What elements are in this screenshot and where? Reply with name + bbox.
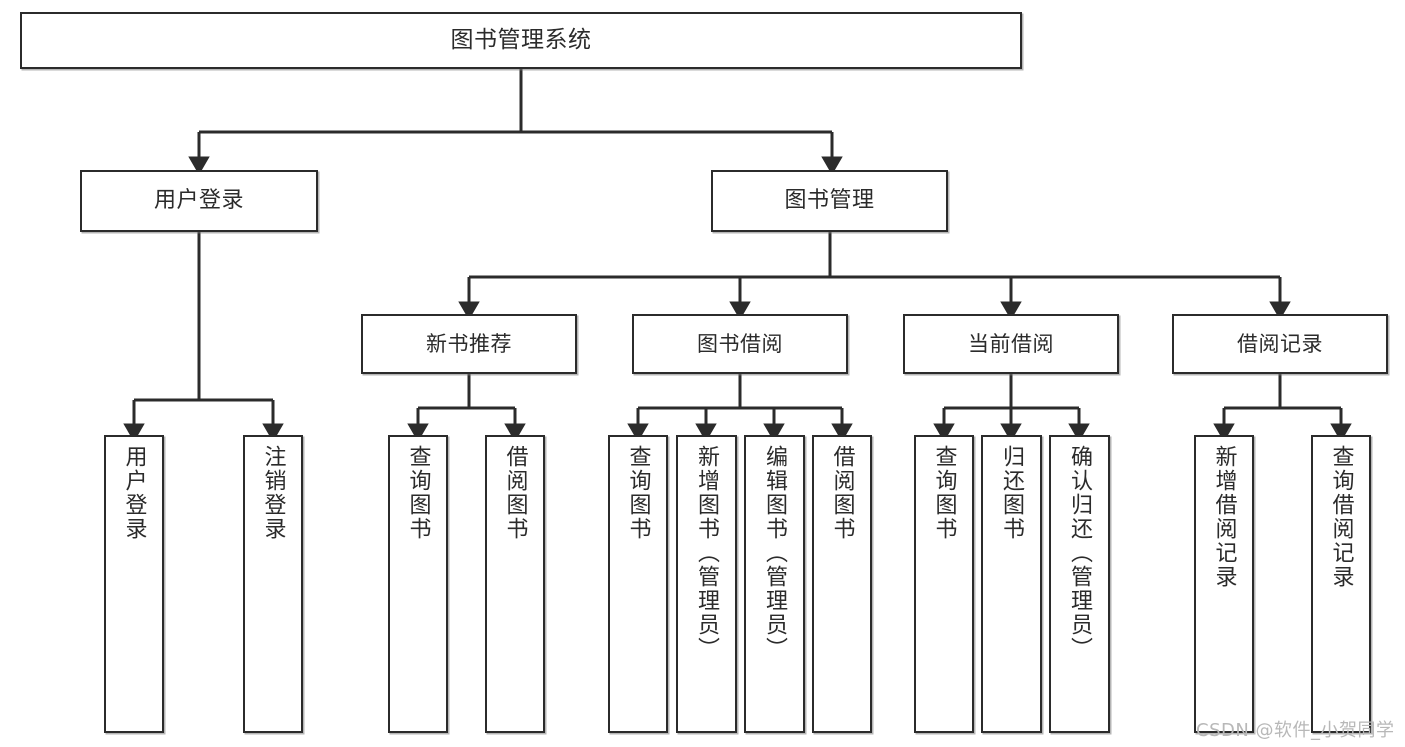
node-new-book-recommend[interactable]: 新书推荐 (361, 314, 577, 374)
leaf-confirm-return-admin[interactable]: 确认归还（管理员） (1049, 435, 1110, 733)
node-book-management-label: 图书管理 (784, 187, 875, 213)
watermark: CSDN @软件_小贺同学 (1196, 720, 1395, 741)
leaf-add-book-admin-label: 新增图书（管理员） (694, 445, 720, 661)
leaf-edit-book-admin[interactable]: 编辑图书（管理员） (744, 435, 805, 733)
leaf-borrow-book[interactable]: 借阅图书 (812, 435, 872, 733)
node-borrow-record[interactable]: 借阅记录 (1172, 314, 1388, 374)
node-book-management[interactable]: 图书管理 (711, 170, 948, 232)
leaf-add-borrow-record[interactable]: 新增借阅记录 (1194, 435, 1254, 733)
node-user-login-label: 用户登录 (153, 187, 244, 213)
leaf-query-book-recommend-label: 查询图书 (405, 445, 431, 541)
leaf-borrow-book-recommend[interactable]: 借阅图书 (485, 435, 545, 733)
leaf-return-book-label: 归还图书 (999, 445, 1025, 541)
node-book-borrow-label: 图书借阅 (697, 331, 783, 356)
leaf-query-book-current-label: 查询图书 (931, 445, 957, 541)
leaf-query-book-borrow[interactable]: 查询图书 (608, 435, 668, 733)
node-current-borrow[interactable]: 当前借阅 (903, 314, 1119, 374)
leaf-user-login[interactable]: 用户登录 (104, 435, 164, 733)
leaf-return-book[interactable]: 归还图书 (981, 435, 1042, 733)
node-book-borrow[interactable]: 图书借阅 (632, 314, 848, 374)
leaf-add-book-admin[interactable]: 新增图书（管理员） (676, 435, 737, 733)
leaf-user-logout[interactable]: 注销登录 (243, 435, 303, 733)
node-root-label: 图书管理系统 (450, 26, 592, 53)
leaf-query-book-current[interactable]: 查询图书 (914, 435, 974, 733)
leaf-confirm-return-admin-label: 确认归还（管理员） (1067, 445, 1093, 661)
leaf-borrow-book-label: 借阅图书 (829, 445, 855, 541)
leaf-user-login-label: 用户登录 (121, 445, 147, 541)
leaf-query-book-borrow-label: 查询图书 (625, 445, 651, 541)
leaf-query-borrow-record[interactable]: 查询借阅记录 (1311, 435, 1371, 733)
node-current-borrow-label: 当前借阅 (968, 331, 1054, 356)
leaf-edit-book-admin-label: 编辑图书（管理员） (762, 445, 788, 661)
leaf-query-borrow-record-label: 查询借阅记录 (1328, 445, 1354, 589)
node-user-login[interactable]: 用户登录 (80, 170, 318, 232)
leaf-user-logout-label: 注销登录 (260, 445, 286, 541)
leaf-add-borrow-record-label: 新增借阅记录 (1211, 445, 1237, 589)
node-root[interactable]: 图书管理系统 (20, 12, 1022, 69)
leaf-query-book-recommend[interactable]: 查询图书 (388, 435, 448, 733)
node-new-book-recommend-label: 新书推荐 (426, 331, 512, 356)
leaf-borrow-book-recommend-label: 借阅图书 (502, 445, 528, 541)
node-borrow-record-label: 借阅记录 (1237, 331, 1323, 356)
